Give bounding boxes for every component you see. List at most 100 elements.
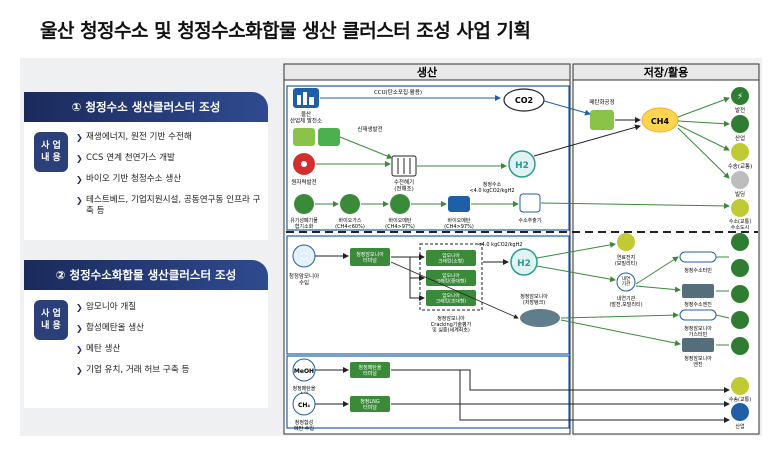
storage-title: 저장/활용 (644, 65, 689, 79)
list-item: 재생에너지, 원전 기반 수전해 (76, 132, 262, 143)
h2-to-ch4 (533, 124, 641, 157)
use-industry: 산업 (731, 115, 749, 142)
electrolysis-node: 수전해기(전해조) (391, 155, 417, 192)
use-station-label: 수소(교통)수소도시 (729, 219, 751, 231)
h2-mid-sub: <4.0 kgCO2/kgH2 (477, 242, 522, 248)
use-industry2: 산업 (731, 403, 749, 430)
ch4-node: CH4 (641, 107, 679, 133)
nuclear-node: 원자력발전 (291, 153, 317, 186)
h2-engine-node: 청정수소엔진 (682, 284, 714, 308)
biomethane2-label: 바이오메탄(CH4>97%) (444, 217, 474, 230)
section2-header: ② 청정수소화합물 생산클러스터 조성 (24, 260, 268, 290)
use-transport2-label: 수송(교통) (729, 396, 751, 403)
section2-body: 사 업 내 용 암모니아 개질 합성메탄올 생산 메탄 생산 기업 유치, 거래… (24, 290, 268, 408)
page-title: 울산 청정수소 및 청정수소화합물 생산 클러스터 조성 사업 기획 (40, 20, 531, 42)
list-item: CCS 연계 천연가스 개발 (76, 153, 262, 164)
tag-line: 내 용 (41, 321, 61, 331)
storage-header (572, 63, 760, 81)
renewable-arrow (339, 136, 393, 159)
tag-line: 내 용 (41, 153, 61, 163)
section1-items: 재생에너지, 원전 기반 수전해 CCS 연계 천연가스 개발 바이오 기반 청… (76, 132, 262, 227)
use-industry-label: 산업 (735, 134, 745, 142)
h2-top-sub: 청정수소<4.0 kgCO2/kgH2 (469, 181, 514, 194)
use-transport-station: 수소(교통)수소도시 (729, 199, 751, 231)
section1-tag: 사 업 내 용 (34, 132, 68, 172)
list-item: 메탄 생산 (76, 344, 262, 355)
fuel-cell-label: 연료전지(모빌리티) (615, 254, 637, 267)
methanation-label: 메탄화공정 (589, 98, 614, 106)
svg-text:CH₄: CH₄ (298, 402, 310, 409)
h2-engine-label: 청정수소엔진 (684, 301, 712, 308)
use-power-label: 발전 (735, 106, 745, 114)
use-power: ⚡ 발전 (731, 87, 749, 114)
biogas-label: 바이오가스(CH4<60%) (335, 217, 365, 230)
tag-line: 사 업 (41, 309, 61, 319)
section1-header: ① 청정수소 생산클러스터 조성 (24, 92, 268, 122)
list-item: 기업 유치, 거래 허브 구축 등 (76, 365, 262, 376)
section1-body: 사 업 내 용 재생에너지, 원전 기반 수전해 CCS 연계 천연가스 개발 … (24, 122, 268, 240)
list-item: 바이오 기반 청정수소 생산 (76, 174, 262, 185)
h2-top-node: H2 청정수소<4.0 kgCO2/kgH2 (469, 150, 536, 194)
tag-line: 사 업 (41, 141, 61, 151)
use-building: 빌딩 (731, 171, 749, 198)
fuel-cell-node: 연료전지(모빌리티) (615, 233, 637, 267)
biomethane-label: 바이오메탄(CH4>97%) (385, 217, 415, 230)
use-transport2: 수송(교통) (729, 377, 751, 403)
co2-cloud-node: CO2 (503, 88, 545, 112)
nh3-storage-label: 청정암모니아(저장탱크) (520, 293, 548, 306)
co2-to-methanation (543, 100, 591, 116)
h2-mid-node: H2 <4.0 kgCO2/kgH2 (477, 242, 538, 276)
hydrogen-extract-label: 수소추출기 (518, 217, 541, 224)
meoh-label: MeOH (294, 368, 314, 375)
renewable-label: 신재생발전 (357, 125, 382, 133)
svg-text:⚡: ⚡ (737, 92, 743, 102)
electrolysis-label: 수전해기(전해조) (394, 178, 414, 192)
h2-turbine-label: 청정수소터빈 (684, 267, 712, 274)
h2-top-label: H2 (515, 161, 529, 171)
nh3-storage-node: 청정암모니아(저장탱크) (520, 293, 560, 327)
use-industry2-label: 산업 (735, 423, 744, 430)
h2-mid-label: H2 (517, 259, 531, 269)
list-item: 합성메탄올 생산 (76, 323, 262, 334)
nuclear-label: 원자력발전 (291, 178, 316, 186)
production-header (283, 63, 571, 81)
power-icons-mid (731, 233, 749, 355)
co2-label: CO2 (515, 96, 533, 105)
section2-tag: 사 업 내 용 (34, 300, 68, 340)
ch4-label: CH4 (651, 117, 670, 126)
methanation-node: 메탄화공정 (589, 98, 615, 130)
use-building-label: 빌딩 (735, 190, 745, 198)
renewable-node: 신재생발전 (293, 125, 383, 146)
use-transport: 수송(교통) (728, 143, 753, 170)
use-transport-label: 수송(교통) (728, 162, 753, 170)
list-item: 테스트베드, 기업지원시설, 공동연구동 인프라 구축 등 (76, 195, 262, 217)
section2-items: 암모니아 개질 합성메탄올 생산 메탄 생산 기업 유치, 거래 허브 구축 등 (76, 302, 262, 386)
production-title: 생산 (417, 65, 437, 79)
production-group-2 (286, 235, 570, 355)
internal-sub: 내연기관(발전,모빌리티) (609, 295, 642, 308)
